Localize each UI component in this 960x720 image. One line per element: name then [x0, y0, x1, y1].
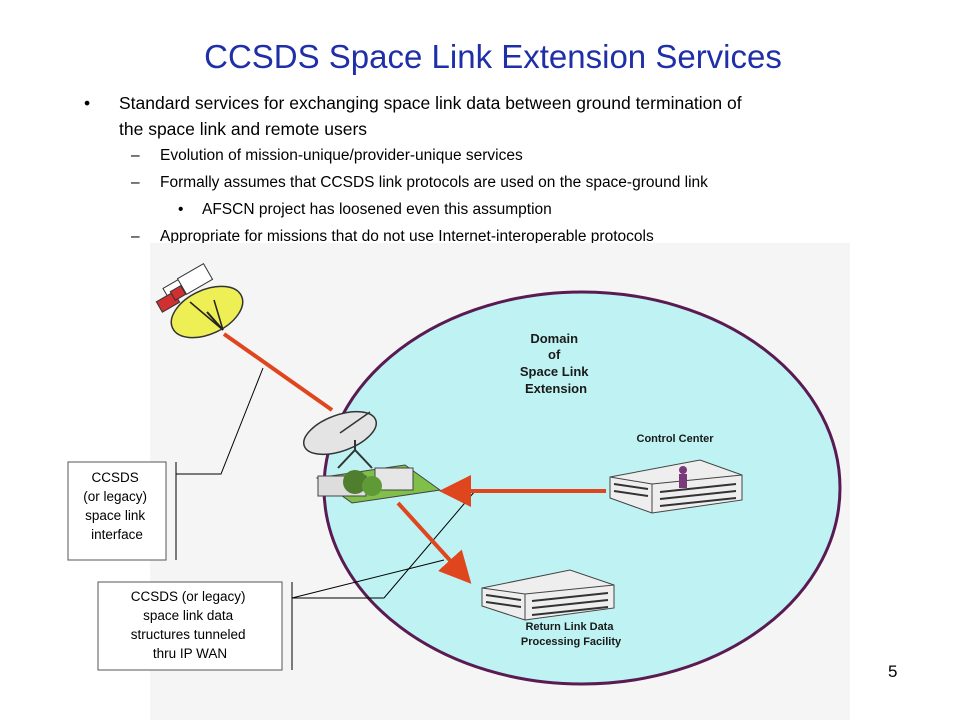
bullet-1-line-2: the space link and remote users — [119, 119, 368, 139]
dash-marker: – — [131, 228, 140, 245]
domain-label: Domain of Space Link Extension — [520, 331, 592, 396]
return-link-arrow — [396, 501, 472, 584]
bullet-marker: • — [178, 201, 184, 218]
bullet-1b-i: AFSCN project has loosened even this ass… — [202, 201, 552, 218]
bullet-marker: • — [84, 93, 91, 113]
control-center-building-icon — [609, 459, 743, 514]
dash-marker: – — [131, 174, 140, 191]
link-arrows — [222, 332, 606, 584]
bullet-1c: Appropriate for missions that do not use… — [160, 228, 654, 245]
return-link-label: Return Link Data Processing Facility — [521, 621, 622, 648]
slide-title: CCSDS Space Link Extension Services — [204, 38, 782, 75]
control-center-label: Control Center — [637, 433, 715, 445]
callout-box-structures — [97, 581, 283, 671]
processing-facility-building-icon — [481, 569, 615, 621]
callout-leaders — [175, 367, 476, 670]
space-link-arrow — [222, 332, 334, 412]
bullet-1b: Formally assumes that CCSDS link protoco… — [160, 174, 708, 191]
satellite-icon — [155, 263, 244, 339]
callout-box-interface — [67, 461, 167, 561]
bullet-1a: Evolution of mission-unique/provider-uni… — [160, 147, 523, 164]
callout-interface-text: CCSDS (or legacy) space link interface — [83, 470, 151, 542]
page-number: 5 — [888, 662, 898, 681]
ground-station-icon — [303, 410, 442, 504]
dash-marker: – — [131, 147, 140, 164]
callout-structures-text: CCSDS (or legacy) space link data struct… — [131, 589, 250, 661]
bullet-1-line-1: Standard services for exchanging space l… — [119, 93, 742, 113]
